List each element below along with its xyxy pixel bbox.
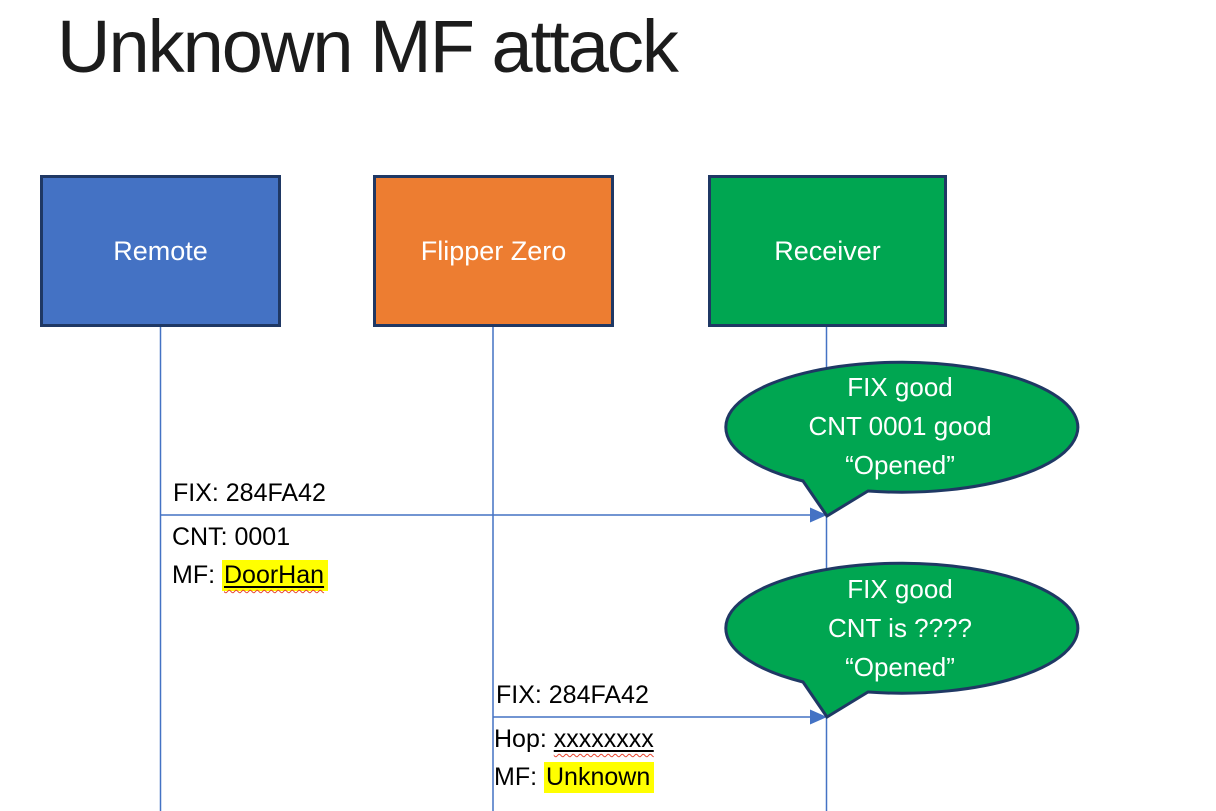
field-value: 0001 [234,523,291,551]
message-1-label-above: FIX: 284FA42 [173,479,326,507]
field-prefix: MF: [172,561,222,589]
callout-2-text: FIX good CNT is ???? “Opened” [735,570,1065,687]
callout-line: “Opened” [845,652,955,682]
field-prefix: CNT: [172,523,235,551]
callout-1-text: FIX good CNT 0001 good “Opened” [735,368,1065,485]
message-2-mf-line: MF: Unknown [494,758,655,796]
field-value: DoorHan [224,561,325,589]
message-1-details: CNT: 0001 MF: DoorHan [172,518,329,594]
message-2-arrowhead [810,709,827,725]
message-1-cnt-line: CNT: 0001 [172,518,328,556]
highlighted-value: Unknown [544,762,655,793]
message-1-arrowhead [810,507,827,523]
actor-label-remote: Remote [113,235,208,266]
actor-box-remote: Remote [40,175,281,327]
underlined-value: xxxxxxxx [554,725,654,753]
field-value: Unknown [546,763,651,791]
message-2-hop-line: Hop: xxxxxxxx [494,720,654,758]
callout-line: CNT is ???? [827,613,973,643]
message-1-mf-line: MF: DoorHan [172,556,329,594]
highlighted-value: DoorHan [222,560,329,591]
field-value: xxxxxxxx [553,725,654,753]
field-prefix: MF: [494,763,544,791]
message-2-label-above: FIX: 284FA42 [496,681,649,709]
actor-box-receiver: Receiver [708,175,947,327]
callout-bubble-2 [724,561,1080,720]
field-prefix: Hop: [494,725,554,753]
callout-line: “Opened” [845,450,955,480]
actor-label-receiver: Receiver [774,235,881,266]
callout-line: FIX good [847,574,953,604]
actor-box-flipper-zero: Flipper Zero [373,175,614,327]
actor-label-flipper-zero: Flipper Zero [420,235,567,266]
callout-bubble-1 [724,360,1080,519]
slide-title: Unknown MF attack [57,5,679,88]
callout-line: CNT 0001 good [808,411,992,441]
callout-line: FIX good [847,372,953,402]
message-2-details: Hop: xxxxxxxx MF: Unknown [494,720,655,796]
